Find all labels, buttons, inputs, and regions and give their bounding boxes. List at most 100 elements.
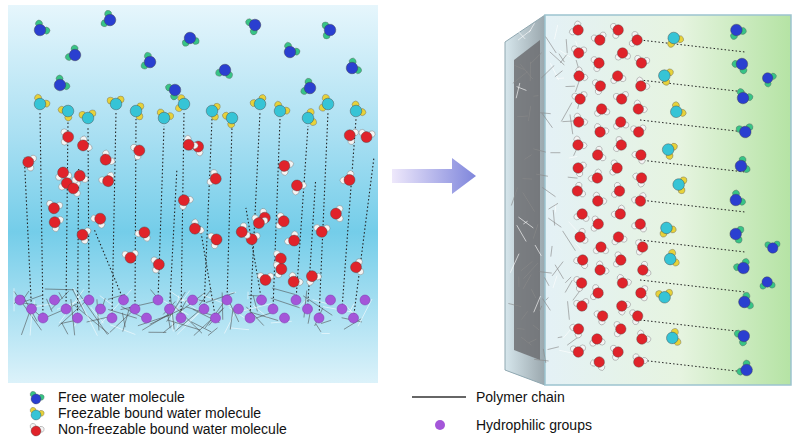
water-molecule (273, 260, 288, 278)
water-molecule (609, 69, 626, 84)
water-molecule (736, 123, 755, 139)
legend-item: Hydrophilic groups (410, 417, 592, 433)
water-molecule (728, 225, 744, 244)
water-molecule (50, 74, 71, 96)
water-molecule (573, 228, 589, 246)
water-molecule (736, 291, 754, 312)
water-molecule (46, 213, 65, 233)
water-molecule (593, 307, 611, 326)
water-molecule (613, 91, 630, 106)
water-molecule (28, 407, 45, 421)
water-molecule (186, 218, 206, 238)
water-molecule (569, 112, 588, 131)
water-molecule (591, 123, 610, 141)
water-molecule (570, 345, 586, 358)
water-molecule (731, 54, 753, 75)
water-molecule (280, 41, 302, 62)
water-molecule (107, 96, 125, 111)
water-molecule (79, 109, 98, 125)
water-molecule (589, 191, 608, 210)
legend-sample (14, 389, 52, 405)
water-molecule (570, 181, 587, 200)
water-molecule (122, 250, 139, 264)
water-molecule (30, 19, 51, 40)
water-molecule (655, 289, 674, 304)
water-molecule (629, 307, 645, 325)
water-molecule (30, 93, 52, 114)
water-molecule (234, 222, 251, 242)
legend-sample (14, 405, 52, 421)
water-molecule (283, 230, 303, 250)
legend-text: Non-freezable bound water molecule (58, 421, 287, 437)
water-molecule (322, 21, 337, 39)
water-molecule (589, 354, 608, 372)
water-molecule (765, 241, 781, 254)
legend-text: Polymer chain (476, 389, 565, 405)
water-molecule (339, 169, 359, 189)
water-molecule (631, 217, 649, 233)
water-molecule (629, 99, 648, 118)
water-molecule (45, 200, 63, 215)
water-molecule (206, 169, 224, 189)
water-molecule (330, 205, 343, 221)
water-molecule (249, 93, 270, 113)
water-molecule (257, 273, 274, 286)
water-molecule (570, 159, 587, 178)
water-molecule (318, 94, 336, 114)
water-molecule (733, 326, 753, 347)
hydrogel-block (505, 15, 791, 385)
legend-item: Free water molecule (14, 389, 185, 405)
water-molecule (100, 9, 118, 30)
water-molecule (633, 329, 652, 348)
water-molecule (611, 182, 627, 200)
water-molecule (134, 224, 154, 243)
water-molecule (64, 44, 85, 66)
legend-item: Freezable bound water molecule (14, 405, 261, 421)
water-molecule (759, 69, 778, 88)
water-molecule (612, 116, 629, 130)
water-molecule (284, 271, 304, 291)
water-molecule (302, 267, 322, 287)
water-molecule (733, 87, 754, 107)
water-molecule (635, 239, 648, 255)
water-molecule (130, 141, 148, 161)
water-molecule (659, 139, 678, 160)
water-molecule (587, 168, 606, 187)
water-molecule (568, 20, 586, 39)
water-molecule (656, 66, 674, 87)
water-molecule (732, 155, 751, 176)
legend-sample (410, 417, 470, 433)
water-molecule (630, 353, 649, 370)
water-molecule (610, 343, 625, 361)
water-molecule (61, 129, 74, 145)
water-molecule (358, 129, 376, 144)
water-molecule (610, 21, 625, 39)
water-molecule (614, 47, 630, 60)
water-molecule (71, 170, 88, 184)
water-molecule (57, 101, 78, 123)
water-molecule (313, 224, 330, 237)
water-molecule (589, 333, 606, 347)
water-molecule (89, 209, 109, 229)
water-molecule (28, 391, 45, 405)
water-molecule (287, 176, 307, 196)
water-molecule (98, 171, 118, 190)
water-molecule (28, 423, 45, 437)
water-molecule (726, 189, 747, 211)
water-molecule (635, 285, 648, 301)
water-molecule (736, 359, 757, 381)
legend-sample (14, 421, 52, 437)
water-molecule (179, 134, 199, 154)
water-molecule (590, 54, 606, 72)
water-molecule (570, 45, 587, 59)
water-molecule (270, 100, 292, 121)
water-molecule (613, 273, 632, 291)
left-panel (8, 5, 378, 383)
water-molecule (215, 62, 235, 79)
water-molecule (664, 29, 685, 49)
legend-sample (410, 389, 470, 405)
water-molecule (632, 169, 650, 188)
water-molecule (341, 126, 359, 146)
water-molecule (129, 102, 144, 120)
